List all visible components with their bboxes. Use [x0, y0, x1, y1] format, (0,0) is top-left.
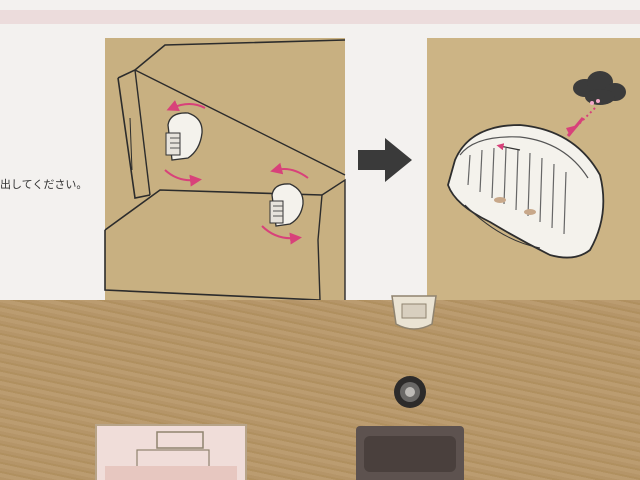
- metal-knob: [392, 374, 428, 410]
- cream-plastic-clip: [388, 294, 440, 332]
- box-illustration: [104, 39, 626, 300]
- clip-1-icon: [165, 112, 203, 161]
- dark-tray-slot: [356, 426, 464, 480]
- instruction-sheet: 出してください。: [0, 0, 640, 300]
- instruction-text: 出してください。: [0, 178, 88, 191]
- right-arrow-icon: [358, 138, 412, 182]
- rotate-arrow-icon: [166, 100, 206, 112]
- cloud-icon: [573, 71, 626, 105]
- pink-tray-slot: [95, 424, 247, 480]
- box-illustration-panel: [105, 38, 345, 300]
- rotate-arrow-icon: [164, 169, 202, 187]
- clip-2-icon: [269, 183, 304, 227]
- rotate-arrow-icon: [261, 225, 302, 245]
- pink-header-band: [0, 10, 640, 24]
- diffuser-icon: [447, 124, 605, 259]
- rotate-arrow-icon: [270, 162, 309, 179]
